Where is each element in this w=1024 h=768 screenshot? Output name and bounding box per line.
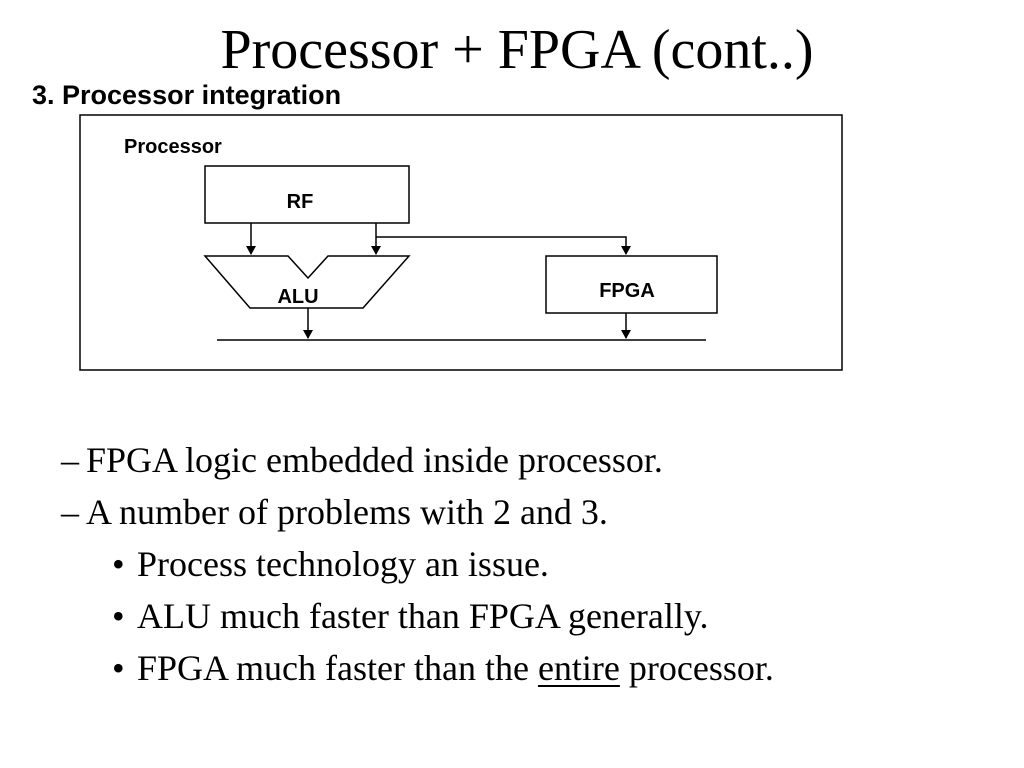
sub-bullet-item: • ALU much faster than FPGA generally. (0, 590, 1024, 642)
fpga-label: FPGA (599, 280, 655, 302)
sub-bullet-item: • Process technology an issue. (0, 538, 1024, 590)
processor-diagram: Processor RF ALU FPGA (79, 114, 843, 371)
rf-to-fpga-arrow (376, 236, 631, 255)
fpga-block: FPGA (545, 255, 718, 314)
dash-marker: – (61, 440, 79, 480)
bullet-item: – FPGA logic embedded inside processor. (0, 434, 1024, 486)
dash-marker: – (61, 492, 79, 532)
sub-bullet-text: Process technology an issue. (137, 544, 549, 584)
bullet-text: FPGA logic embedded inside processor. (86, 440, 663, 480)
slide-title: Processor + FPGA (cont..) (220, 19, 814, 81)
bullet-list: – FPGA logic embedded inside processor. … (0, 434, 1024, 694)
section-heading: 3. Processor integration (32, 80, 342, 110)
dot-marker: • (112, 544, 125, 584)
underlined-emphasis: entire (537, 648, 620, 688)
dot-marker: • (112, 596, 125, 636)
alu-label: ALU (277, 286, 318, 308)
sub-bullet-text: ALU much faster than FPGA generally. (137, 596, 709, 636)
text-before-emphasis: FPGA much faster than the (137, 648, 538, 688)
dot-marker: • (112, 648, 125, 688)
sub-bullet-text: FPGA much faster than the entire process… (137, 642, 774, 694)
processor-boundary (79, 114, 843, 371)
register-file-label: RF (287, 191, 314, 213)
sub-bullet-item: • FPGA much faster than the entire proce… (0, 642, 1024, 694)
bullet-item: – A number of problems with 2 and 3. (0, 486, 1024, 538)
bullet-text: A number of problems with 2 and 3. (86, 492, 608, 532)
processor-label: Processor (124, 136, 222, 158)
text-after-emphasis: processor. (619, 648, 774, 688)
alu-block: ALU (203, 255, 411, 309)
register-file-block: RF (204, 165, 410, 224)
